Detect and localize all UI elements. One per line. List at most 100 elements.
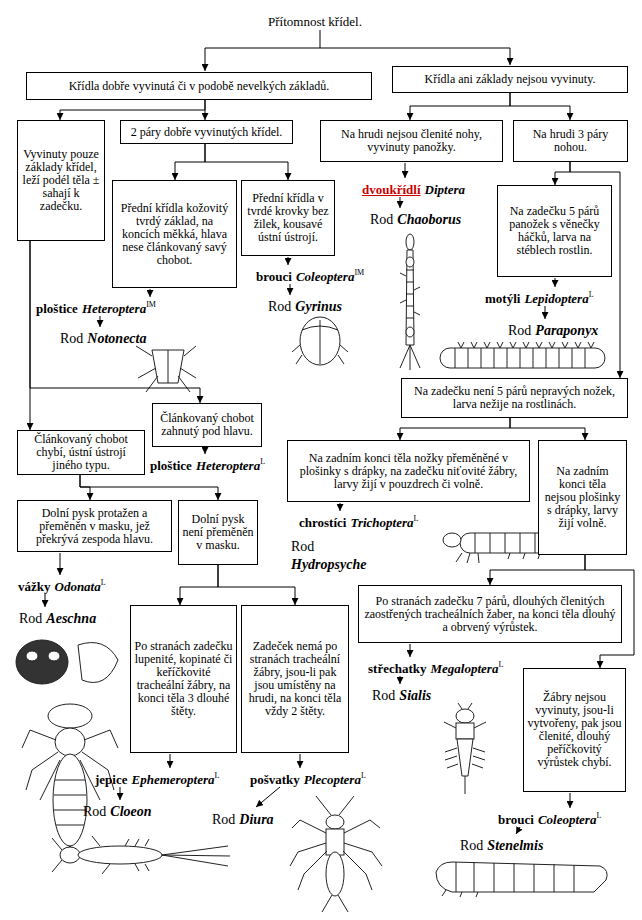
- taxon-label: RodSialis: [372, 686, 431, 704]
- stage-superscript: L: [498, 660, 503, 669]
- order-latin-name: Ephemeroptera: [131, 772, 214, 787]
- taxon-label: jepiceEphemeropteraL: [95, 770, 219, 788]
- taxon-label: ploštice HeteropteraIM: [36, 299, 156, 317]
- genus-prefix: Rod: [83, 804, 106, 819]
- order-name-link: dvoukřídlí: [362, 182, 421, 197]
- key-box: Křídla dobře vyvinutá či v podobě nevelk…: [26, 72, 372, 100]
- genus-name: Diura: [239, 812, 273, 827]
- connector-arrow: [510, 93, 570, 120]
- genus-prefix: Rod: [19, 611, 42, 626]
- taxon-label: Rod Notonecta: [60, 329, 146, 347]
- gyrinus-figure: [292, 317, 348, 365]
- taxon-label: Rod Stenelmis: [460, 836, 543, 854]
- box-text: Dolní pysk protažen a přeměněn v masku, …: [21, 507, 168, 546]
- key-box: Po stranách zadečku lupenité, kopinaté č…: [130, 605, 237, 753]
- cloeon-figure: [52, 836, 230, 874]
- stage-superscript: L: [589, 290, 594, 299]
- key-box: Přední křídla v tvrdé krovky bez žilek, …: [241, 180, 335, 256]
- connector-arrow: [490, 555, 585, 585]
- stage-superscript: L: [361, 771, 366, 780]
- taxon-label: RodChaoborus: [370, 210, 461, 228]
- key-box: Žábry nejsou vyvinuty, jsou-li vytvořeny…: [523, 668, 626, 792]
- key-box: Článkovaný chobot zahnutý pod hlavu.: [152, 403, 262, 447]
- sialis-figure: [444, 703, 486, 794]
- order-name: motýli: [485, 291, 520, 306]
- order-latin-name: Lepidoptera: [524, 291, 588, 306]
- genus-name: Cloeon: [110, 804, 151, 819]
- genus-prefix: Rod: [460, 838, 483, 853]
- order-name: pošvatky: [250, 772, 300, 787]
- stage-superscript: L: [414, 514, 419, 523]
- connector-arrow: [205, 100, 206, 120]
- key-box: Křídla ani základy nejsou vyvinuty.: [392, 66, 628, 93]
- connector-arrow: [410, 93, 510, 120]
- key-box: 2 páry dobře vyvinutých křídel.: [120, 120, 293, 144]
- taxon-label: střechatky MegalopteraL: [368, 659, 503, 677]
- connector-arrow: [205, 144, 288, 180]
- stage-superscript: L: [101, 578, 106, 587]
- paraponyx-figure: [440, 342, 605, 368]
- box-text: Na zadečku 5 párů panožek s věnečky háčk…: [501, 205, 608, 257]
- genus-prefix: Rod: [291, 539, 314, 554]
- box-text: Na zadním konci těla nožky přeměněné v p…: [291, 452, 526, 491]
- order-latin-name: Megaloptera: [431, 661, 499, 676]
- key-box: Na zadečku 5 párů panožek s věnečky háčk…: [497, 185, 612, 277]
- box-text: Vyvinuty pouze základy křídel, leží podé…: [21, 148, 101, 213]
- key-box: Vyvinuty pouze základy křídel, leží podé…: [17, 120, 105, 241]
- box-text: Článkovaný chobot zahnutý pod hlavu.: [156, 412, 258, 438]
- order-name: vážky: [18, 579, 51, 594]
- connector-arrow: [175, 144, 205, 180]
- taxon-label: chrostíci TrichopteraL: [299, 513, 418, 531]
- stage-superscript: L: [596, 811, 601, 820]
- genus-prefix: Rod: [60, 331, 83, 346]
- taxon-label: brouci ColeopteraL: [498, 810, 601, 828]
- genus-name: Chaoborus: [397, 212, 461, 227]
- chaoborus-figure: [400, 234, 420, 370]
- taxon-label: motýli LepidopteraL: [485, 289, 594, 307]
- connector-arrow: [180, 565, 218, 605]
- taxon-label: brouciColeopteraIM: [256, 267, 364, 285]
- key-box: Článkovaný chobot chybí, ústní ústrojí j…: [17, 430, 145, 475]
- order-latin-name: Plecoptera: [304, 772, 361, 787]
- taxon-label: RodDiura: [212, 810, 274, 828]
- genus-prefix: Rod: [508, 323, 531, 338]
- order-latin-name: Trichoptera: [350, 515, 413, 530]
- connector-arrow: [400, 418, 510, 440]
- order-name: střechatky: [368, 661, 427, 676]
- order-latin-name: Odonata: [55, 579, 101, 594]
- key-box: Dolní pysk protažen a přeměněn v masku, …: [17, 500, 172, 552]
- taxon-label: vážky OdonataL: [18, 577, 106, 595]
- box-text: Žábry nejsou vyvinuty, jsou-li vytvořeny…: [527, 691, 622, 769]
- box-text: Článkovaný chobot chybí, ústní ústrojí j…: [21, 433, 141, 472]
- key-box: Zadeček nemá po stranách tracheální žábr…: [241, 605, 349, 753]
- order-latin-name: Coleoptera: [538, 812, 597, 827]
- root-question: Přítomnost křídel.: [268, 14, 362, 29]
- stage-superscript: IM: [354, 268, 364, 277]
- key-box: Na zadním konci těla nejsou plošinky s d…: [538, 440, 627, 555]
- stage-superscript: L: [260, 457, 265, 466]
- order-name: brouci: [498, 812, 534, 827]
- order-latin-name: Diptera: [425, 182, 465, 197]
- genus-prefix: Rod: [268, 299, 291, 314]
- box-text: 2 páry dobře vyvinutých křídel.: [131, 126, 283, 139]
- order-latin-name: Heteroptera: [196, 458, 260, 473]
- genus-name: Notonecta: [87, 331, 146, 346]
- order-latin-name: Heteroptera: [82, 301, 146, 316]
- connector-arrow: [218, 565, 295, 605]
- box-text: Po stranách zadečku lupenité, kopinaté č…: [134, 640, 233, 718]
- taxon-label: RodGyrinus: [268, 297, 342, 315]
- genus-name: Paraponyx: [535, 323, 598, 338]
- box-text: Na hrudi 3 páry nohou.: [517, 128, 624, 154]
- stenelmis-figure: [436, 862, 607, 897]
- genus-name: Stenelmis: [487, 838, 543, 853]
- order-name: ploštice: [36, 301, 78, 316]
- taxon-label: Rod: [291, 537, 314, 555]
- stage-superscript: IM: [146, 300, 156, 309]
- order-name: brouci: [256, 269, 292, 284]
- taxon-label: RodAeschna: [19, 609, 96, 627]
- notonecta-figure: [136, 346, 196, 392]
- key-box: Na hrudi nejsou členité nohy, vyvinuty p…: [320, 120, 503, 162]
- order-name: chrostíci: [299, 515, 346, 530]
- box-text: Přední křídla kožovitý tvrdý základ, na …: [116, 202, 233, 267]
- taxon-label: dvoukřídlí Diptera: [362, 180, 465, 198]
